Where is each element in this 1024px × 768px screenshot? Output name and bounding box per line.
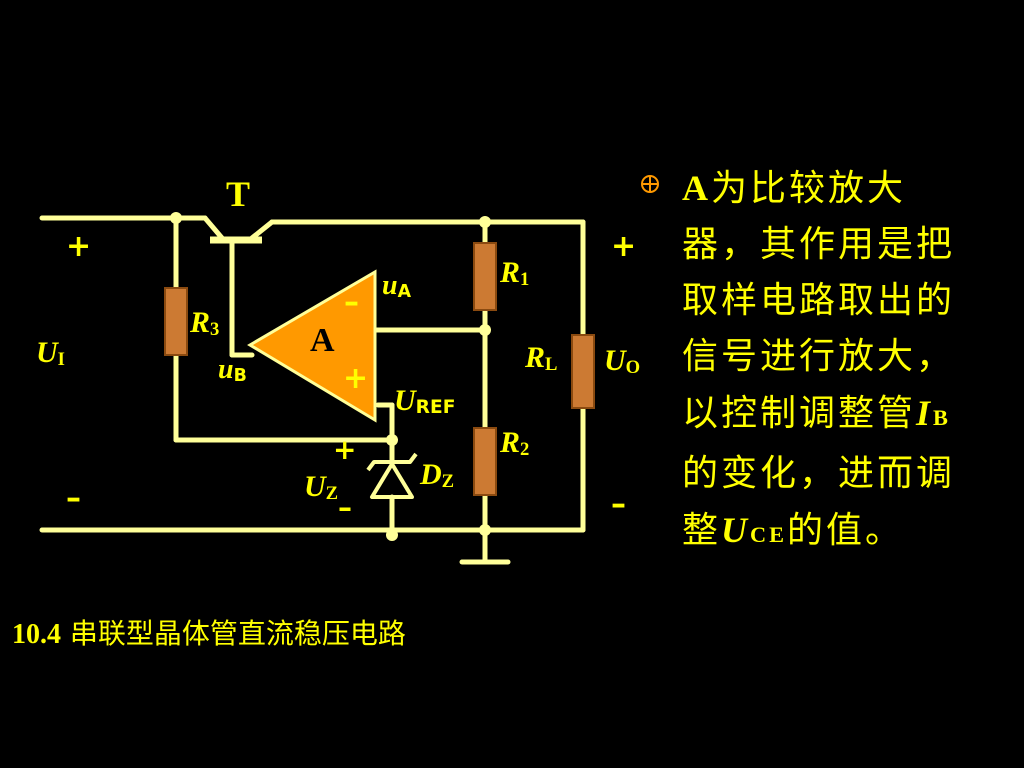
- zener-diode: [370, 462, 414, 499]
- junction-dot: [479, 524, 491, 536]
- junction-dot: [170, 212, 182, 224]
- resistor-r2: [473, 427, 497, 496]
- sign-input-minus: –: [66, 481, 81, 516]
- label-r1: R1: [500, 256, 530, 291]
- label-ub: uB: [218, 354, 247, 387]
- sign-zener-minus: –: [338, 491, 352, 524]
- wire-emitter: [249, 219, 275, 241]
- label-amplifier: A: [310, 322, 335, 359]
- junction-dot: [386, 434, 398, 446]
- label-rl: RL: [525, 341, 558, 376]
- sign-amp-minus: –: [344, 285, 359, 320]
- junction-dot: [386, 529, 398, 541]
- resistor-rl: [571, 334, 595, 409]
- resistor-r1: [473, 242, 497, 311]
- wire-collector: [202, 215, 225, 241]
- description-text: A为比较放大器，其作用是把取样电路取出的信号进行放大，以控制调整管IB的变化，进…: [682, 168, 956, 551]
- label-uz: UZ: [304, 470, 339, 505]
- sign-output-minus: –: [611, 487, 626, 522]
- label-ua: uA: [382, 270, 412, 303]
- amplifier-triangle: [247, 269, 377, 423]
- zener-bar: [366, 452, 418, 472]
- sign-input-plus: +: [66, 229, 92, 264]
- bullet-icon: [641, 175, 659, 193]
- sign-zener-plus: +: [333, 433, 357, 466]
- label-uref: UREF: [394, 384, 456, 419]
- label-transistor: T: [226, 174, 251, 214]
- resistor-r3: [164, 287, 188, 356]
- sign-output-plus: +: [611, 229, 637, 264]
- sign-amp-plus: +: [343, 361, 369, 396]
- label-r2: R2: [500, 426, 530, 461]
- junction-dot: [479, 324, 491, 336]
- junction-dot: [479, 216, 491, 228]
- label-r3: R3: [190, 306, 220, 341]
- slide-caption: 10.4 串联型晶体管直流稳压电路: [12, 617, 406, 650]
- label-ui: UI: [36, 336, 65, 371]
- label-uo: UO: [604, 344, 641, 379]
- label-dz: DZ: [420, 458, 455, 493]
